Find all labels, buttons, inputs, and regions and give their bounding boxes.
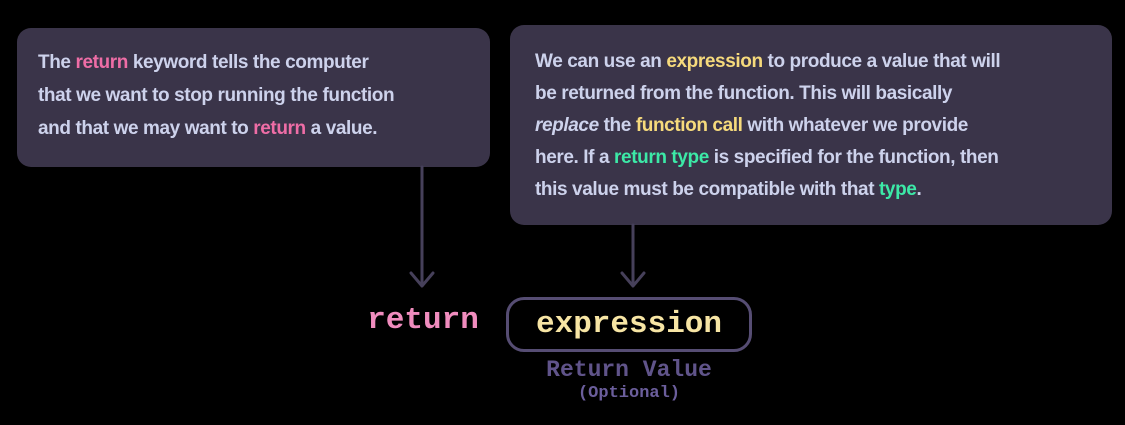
- note-line: be returned from the function. This will…: [535, 78, 1112, 110]
- code-return-keyword: return: [367, 303, 479, 338]
- note-line: We can use an expression to produce a va…: [535, 46, 1112, 78]
- note-line: this value must be compatible with that …: [535, 174, 1112, 206]
- arrow-down-to-expression: [620, 223, 646, 288]
- note-text: here. If a: [535, 147, 615, 168]
- note-line: here. If a return type is specified for …: [535, 142, 1112, 174]
- note-text: a value.: [305, 118, 378, 139]
- note-line: replace the function call with whatever …: [535, 110, 1112, 142]
- note-card-expression: We can use an expression to produce a va…: [510, 25, 1112, 225]
- note-text: to produce a value that will: [762, 51, 1001, 72]
- note-text: with whatever we provide: [742, 115, 968, 136]
- arrow-down-to-return: [409, 165, 435, 288]
- keyword-highlight-green: return type: [614, 147, 709, 168]
- note-card-return-keyword: The return keyword tells the computer tha…: [17, 28, 490, 167]
- note-text: the: [598, 115, 636, 136]
- note-line: that we want to stop running the functio…: [38, 79, 490, 112]
- keyword-highlight-yellow: expression: [666, 51, 763, 72]
- keyword-highlight-pink: return: [253, 118, 306, 139]
- keyword-highlight-yellow: function call: [635, 115, 743, 136]
- note-text: this value must be compatible with that: [535, 179, 879, 200]
- note-text: replace: [535, 115, 599, 136]
- optional-label: (Optional): [577, 384, 681, 403]
- note-text: is specified for the function, then: [708, 147, 999, 168]
- note-text: that we want to stop running the functio…: [38, 85, 395, 106]
- note-text: The: [38, 52, 76, 73]
- note-text: .: [916, 179, 922, 200]
- return-value-label: Return Value: [546, 357, 712, 383]
- note-text: keyword tells the computer: [127, 52, 369, 73]
- code-expression-placeholder: expression: [535, 307, 723, 342]
- note-line: and that we may want to return a value.: [38, 112, 490, 145]
- note-text: We can use an: [535, 51, 667, 72]
- note-line: The return keyword tells the computer: [38, 46, 490, 79]
- note-text: and that we may want to: [38, 118, 254, 139]
- keyword-highlight-pink: return: [75, 52, 128, 73]
- keyword-highlight-green: type: [879, 179, 917, 200]
- note-text: be returned from the function. This will…: [535, 83, 953, 104]
- expression-slot-box: expression: [506, 297, 752, 352]
